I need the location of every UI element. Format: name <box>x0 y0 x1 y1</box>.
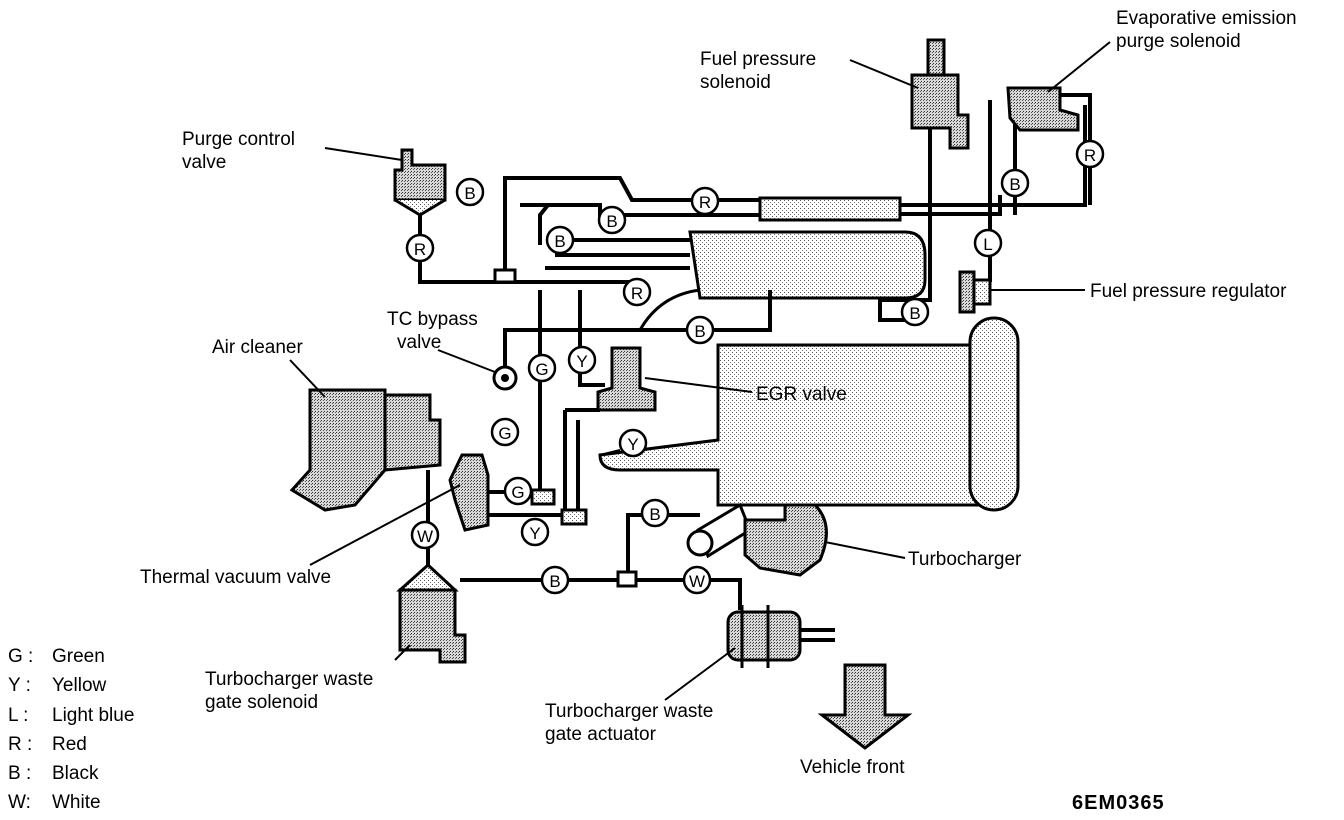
svg-text:B: B <box>694 322 705 341</box>
intake-manifold <box>638 230 927 331</box>
svg-text:R: R <box>1084 146 1096 165</box>
svg-text:B: B <box>649 505 660 524</box>
tag-r-4: R <box>1075 139 1105 169</box>
waste-gate-actuator <box>726 605 802 668</box>
tag-b-1: B <box>455 177 485 207</box>
fuel-pressure-regulator <box>958 270 992 314</box>
svg-text:B: B <box>464 184 475 203</box>
hose-fittings <box>493 268 638 588</box>
hose-tags: B B R B R R B B L B R G Y G Y G Y W B W … <box>405 139 1105 595</box>
tag-y-3: Y <box>520 517 550 547</box>
svg-text:W: W <box>689 572 705 591</box>
tag-l-1: L <box>973 228 1003 258</box>
legend-row: B :Black <box>8 763 99 785</box>
label-fuel-pressure-regulator: Fuel pressure regulator <box>1090 281 1287 302</box>
egr-valve <box>596 346 657 412</box>
legend-row: W:White <box>8 792 101 814</box>
svg-text:B: B <box>909 304 920 323</box>
svg-text:R: R <box>414 240 426 259</box>
tag-y-2: Y <box>618 428 648 458</box>
color-legend: G :Green Y :Yellow L :Light blue R :Red … <box>8 642 134 818</box>
tag-g-1: G <box>527 353 557 383</box>
tag-y-1: Y <box>567 345 597 375</box>
tag-b-5: B <box>900 297 930 327</box>
figure-code: 6EM0365 <box>1072 792 1165 814</box>
svg-text:G: G <box>511 483 524 502</box>
label-thermal-vacuum-valve: Thermal vacuum valve <box>140 567 332 588</box>
svg-text:B: B <box>606 212 617 231</box>
svg-text:Y: Y <box>529 524 540 543</box>
vacuum-hoses <box>418 93 1092 642</box>
tag-w-1: W <box>410 520 440 550</box>
tag-w-2: W <box>682 565 712 595</box>
svg-text:R: R <box>699 193 711 212</box>
svg-text:B: B <box>549 572 560 591</box>
tag-b-6: B <box>1000 168 1030 198</box>
purge-control-valve <box>393 148 447 217</box>
label-vehicle-front: Vehicle front <box>800 757 905 778</box>
svg-text:G: G <box>498 424 511 443</box>
svg-text:Y: Y <box>627 435 638 454</box>
tag-g-2: G <box>490 417 520 447</box>
legend-row: G :Green <box>8 646 105 667</box>
svg-text:W: W <box>417 527 433 546</box>
svg-text:Y: Y <box>576 352 587 371</box>
fuel-pressure-solenoid <box>910 38 970 150</box>
tag-b-7: B <box>540 565 570 595</box>
evap-purge-solenoid <box>1006 86 1080 132</box>
air-cleaner <box>289 388 442 512</box>
tag-b-8: B <box>640 498 670 528</box>
tag-r-1: R <box>690 186 720 216</box>
svg-text:L: L <box>983 235 992 254</box>
tag-b-2: B <box>597 205 627 235</box>
legend-row: R :Red <box>8 733 87 755</box>
svg-text:R: R <box>631 284 643 303</box>
intake-pipe <box>598 316 1020 512</box>
waste-gate-solenoid <box>396 562 467 664</box>
tag-b-3: B <box>545 225 575 255</box>
svg-text:B: B <box>1009 175 1020 194</box>
label-air-cleaner: Air cleaner <box>212 337 303 358</box>
label-egr-valve: EGR valve <box>756 384 847 405</box>
svg-text:B: B <box>554 232 565 251</box>
tc-bypass-valve <box>492 365 518 391</box>
turbocharger <box>686 502 828 577</box>
tag-r-2: R <box>405 233 435 263</box>
thermal-vacuum-valve <box>448 453 490 532</box>
tag-b-4: B <box>685 315 715 345</box>
leader-lines <box>289 41 1111 701</box>
vehicle-front-arrow <box>817 663 913 750</box>
legend-row: L :Light blue <box>8 704 135 726</box>
tag-r-3: R <box>622 277 652 307</box>
legend-row: Y :Yellow <box>8 675 107 697</box>
svg-text:G: G <box>535 360 548 379</box>
tag-g-3: G <box>503 476 533 506</box>
label-turbocharger: Turbocharger <box>908 549 1022 570</box>
